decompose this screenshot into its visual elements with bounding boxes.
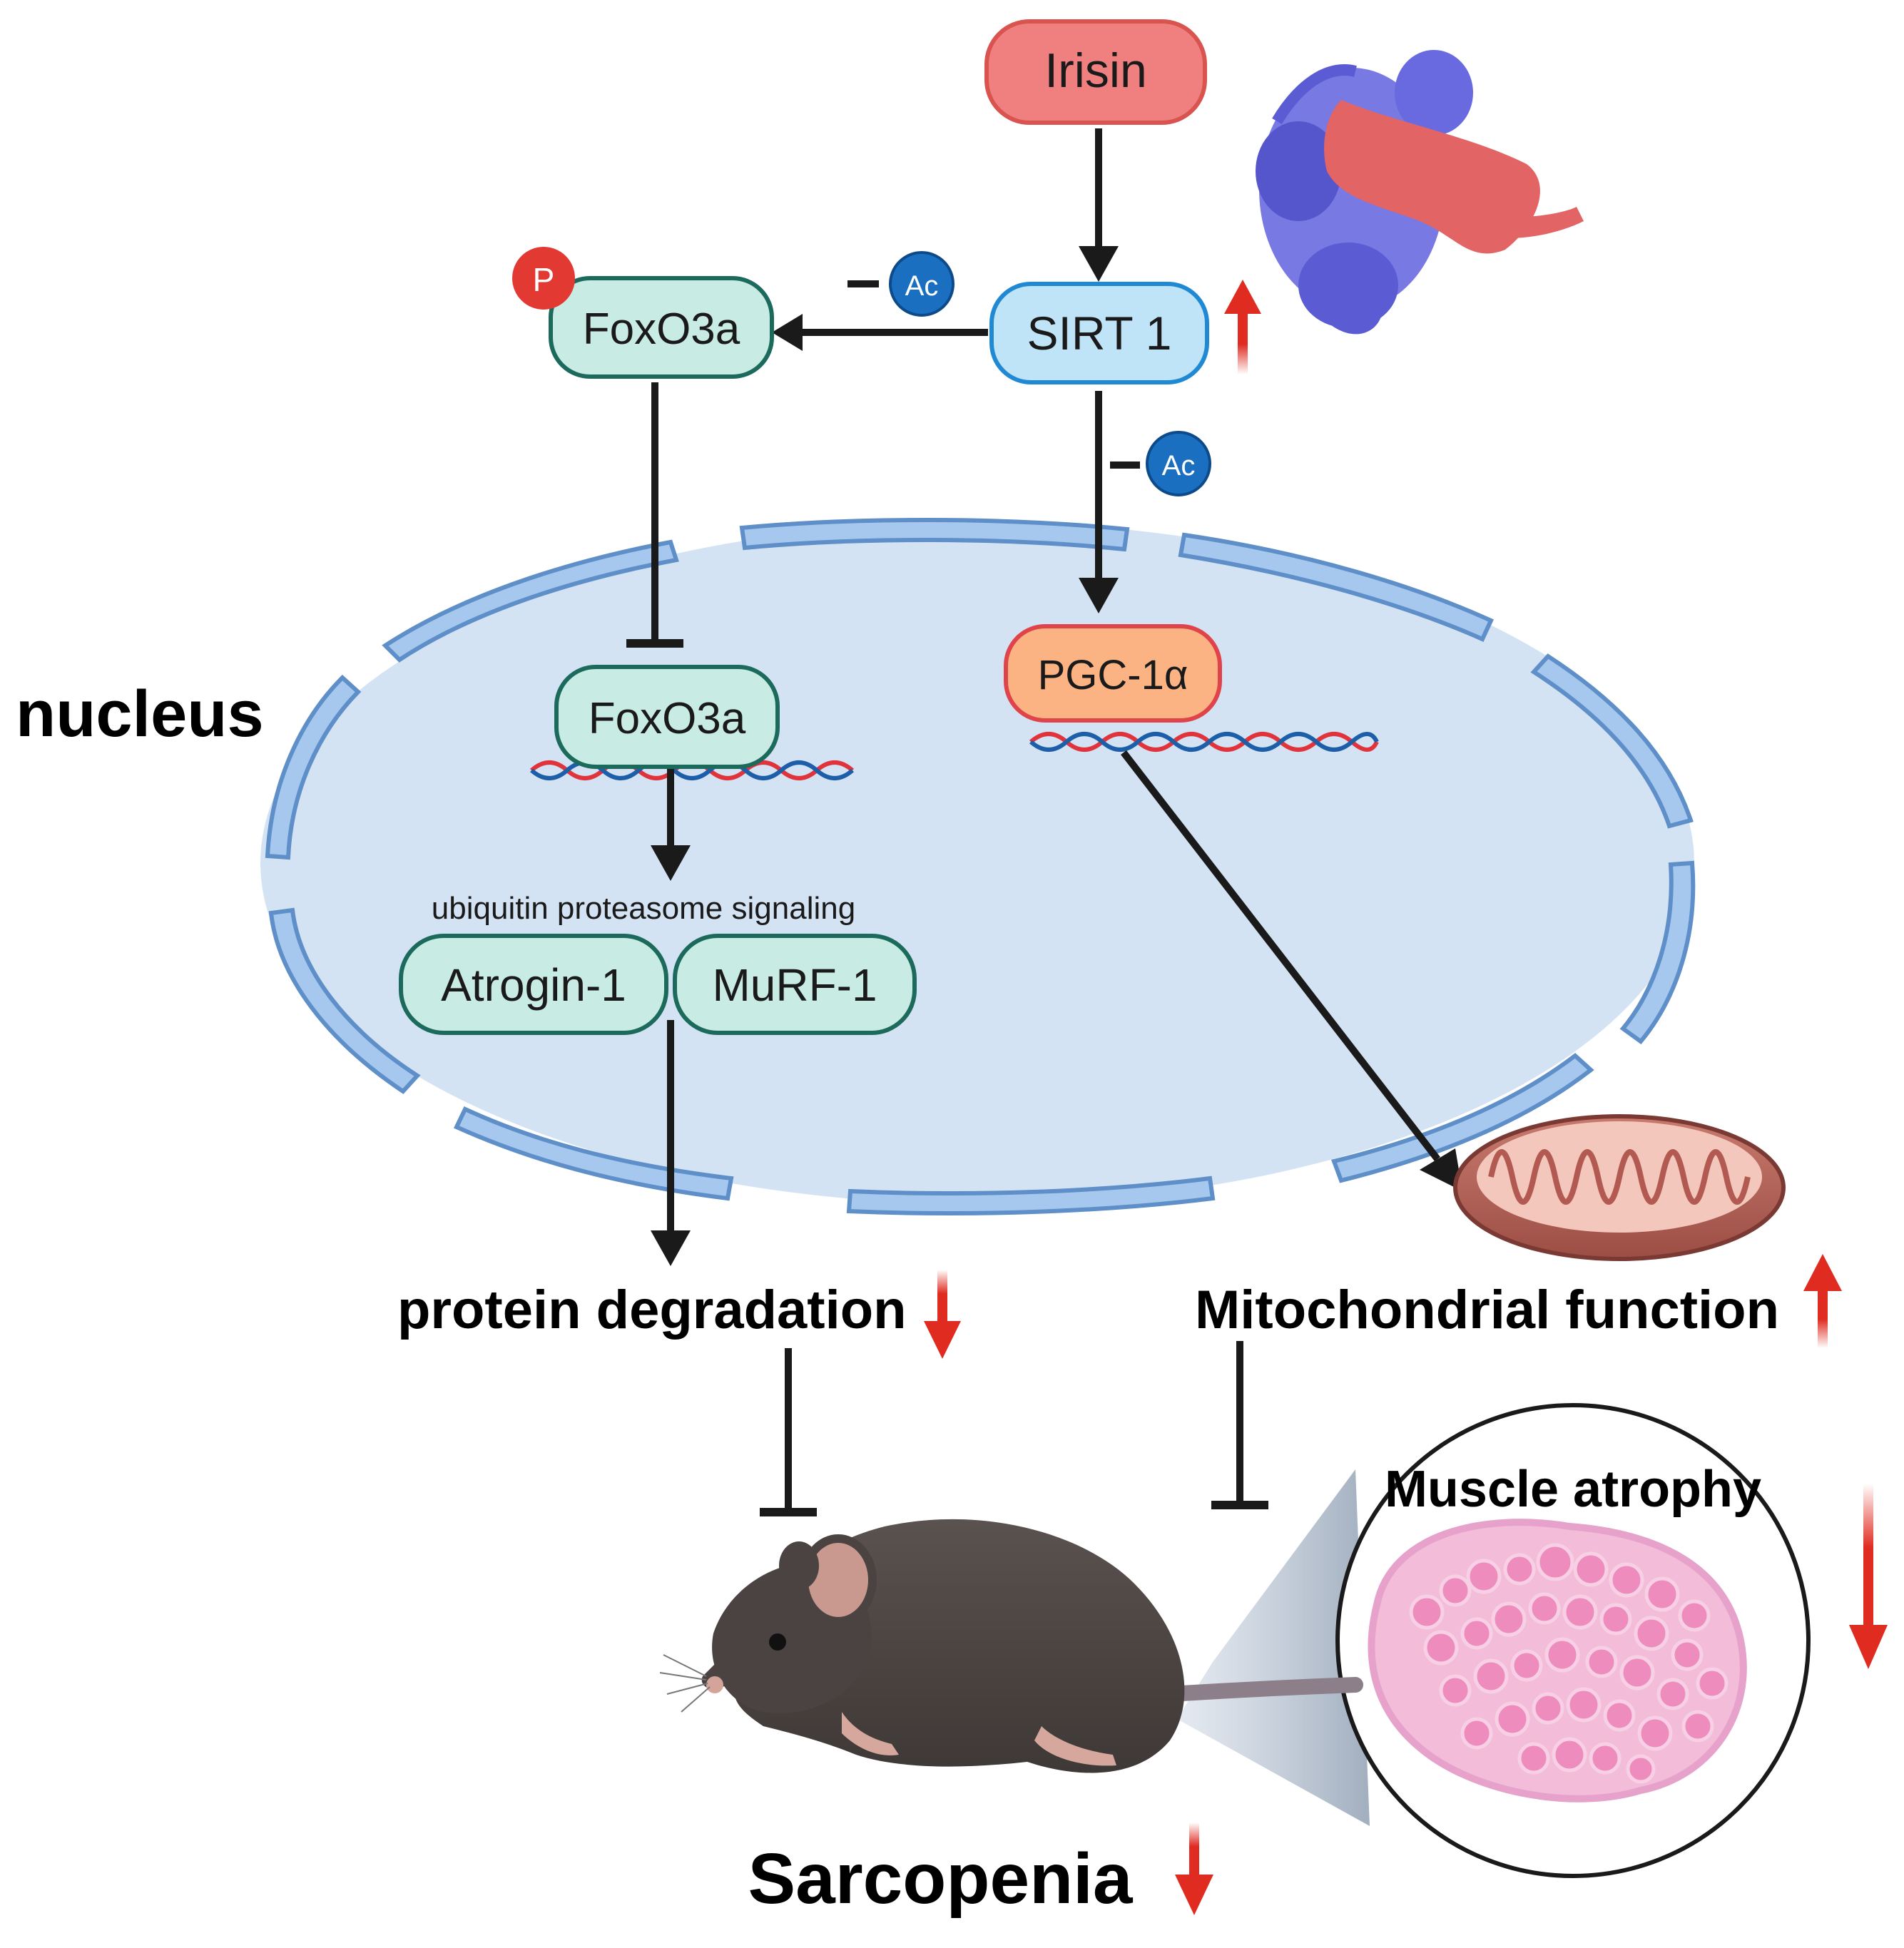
sarcopenia-down-arrow bbox=[1175, 1822, 1213, 1915]
mouse-illustration bbox=[659, 1519, 1363, 1773]
nucleus-label: nucleus bbox=[16, 678, 264, 750]
arrow-pgc-mito bbox=[1121, 750, 1440, 1162]
acetyl-badge-1: Ac bbox=[889, 251, 954, 317]
murf1-node: MuRF-1 bbox=[673, 934, 917, 1035]
pgc1a-node: PGC-1α bbox=[1004, 624, 1222, 723]
foxo3a-cytoplasm-node: FoxO3a bbox=[549, 276, 774, 379]
mito-function-label: Mitochondrial function bbox=[1195, 1280, 1779, 1340]
atrogin1-label: Atrogin-1 bbox=[441, 959, 626, 1011]
nuclear-envelope bbox=[265, 518, 1696, 1215]
acetyl-label-1: Ac bbox=[905, 270, 939, 302]
foxo3a-nucleus-label: FoxO3a bbox=[589, 694, 746, 743]
acetyl-badge-2: Ac bbox=[1146, 431, 1211, 496]
foxo3a-cytoplasm-label: FoxO3a bbox=[583, 305, 740, 354]
arrowhead-pgc-mito bbox=[1420, 1148, 1462, 1191]
mito-function-up-arrow bbox=[1803, 1254, 1842, 1348]
arrowhead-sirt1-pgc bbox=[1079, 578, 1119, 613]
sarcopenia-label: Sarcopenia bbox=[748, 1839, 1133, 1919]
arrowhead-sirt1-foxo bbox=[772, 314, 803, 351]
protein-degradation-label: protein degradation bbox=[397, 1280, 907, 1340]
phospho-label: P bbox=[533, 261, 555, 298]
muscle-atrophy-circle: Muscle atrophy bbox=[1335, 1403, 1811, 1878]
irisin-protein-structure bbox=[1256, 50, 1584, 335]
zoom-cone bbox=[1177, 1469, 1370, 1826]
muscle-tissue-icon bbox=[1368, 1519, 1747, 1802]
sirt1-node: SIRT 1 bbox=[989, 282, 1209, 384]
acetyl-label-2: Ac bbox=[1162, 450, 1196, 481]
irisin-label: Irisin bbox=[1044, 44, 1147, 98]
pathway-arrows bbox=[626, 128, 1462, 1516]
muscle-atrophy-down-arrow bbox=[1849, 1484, 1888, 1669]
arrowhead-foxo-ups bbox=[651, 845, 691, 881]
arrowhead-ups-degradation bbox=[651, 1230, 691, 1266]
pgc1a-label: PGC-1α bbox=[1038, 652, 1188, 698]
atrogin1-node: Atrogin-1 bbox=[399, 934, 668, 1035]
ups-label: ubiquitin proteasome signaling bbox=[432, 891, 855, 926]
sirt1-label: SIRT 1 bbox=[1027, 307, 1172, 359]
mitochondrion-icon bbox=[1453, 1114, 1786, 1261]
foxo3a-nucleus-node: FoxO3a bbox=[554, 665, 780, 769]
sirt1-up-arrow bbox=[1224, 280, 1261, 374]
arrowhead-irisin-sirt1 bbox=[1079, 246, 1119, 282]
dna-helix-pgc bbox=[1029, 732, 1379, 752]
phospho-badge: P bbox=[512, 247, 575, 310]
muscle-atrophy-label: Muscle atrophy bbox=[1385, 1461, 1761, 1518]
protein-degradation-down-arrow bbox=[924, 1270, 961, 1359]
murf1-label: MuRF-1 bbox=[712, 959, 877, 1011]
nucleus-compartment bbox=[260, 518, 1696, 1215]
irisin-node: Irisin bbox=[984, 19, 1207, 125]
